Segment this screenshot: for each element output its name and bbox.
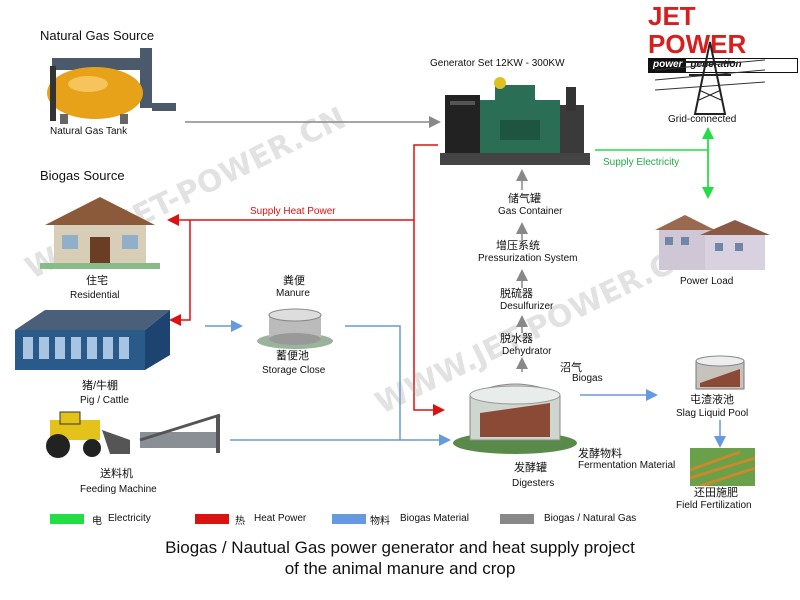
legend-electricity-swatch [50, 514, 84, 524]
grid-label: Grid-connected [668, 114, 737, 125]
manure-cn: 粪便 [283, 275, 305, 287]
feeding-machine-icon [46, 411, 221, 458]
brand-name: JET POWER [648, 1, 747, 59]
field-icon [690, 448, 755, 486]
natural-gas-header: Natural Gas Source [40, 28, 155, 43]
pressurization-cn: 增压系统 [496, 240, 540, 252]
supply-electricity-label: Supply Electricity [603, 157, 680, 168]
pressurization-en: Pressurization System [478, 253, 578, 264]
generator-set-icon [440, 77, 590, 165]
gas-tank-icon [47, 48, 176, 124]
legend-material-en: Biogas Material [400, 513, 469, 524]
feeding-machine-en: Feeding Machine [80, 484, 157, 495]
biogas-en: Biogas [572, 373, 603, 384]
slag-pool-cn: 屯渣液池 [690, 394, 734, 406]
fermentation-cn: 发酵物料 [578, 448, 622, 460]
gas-container-cn: 储气罐 [508, 193, 541, 205]
storage-close-cn: 蓄便池 [276, 350, 309, 362]
heat-line-main [413, 144, 445, 416]
residential-house-icon [40, 197, 160, 269]
dehydrator-en: Dehydrator [502, 346, 552, 357]
legend-gas-en: Biogas / Natural Gas [544, 513, 637, 524]
grid-tower-icon [655, 41, 765, 115]
natural-gas-tank-label: Natural Gas Tank [50, 126, 128, 137]
material-line-storage-digester [345, 325, 401, 440]
residential-cn: 住宅 [86, 275, 108, 287]
feeding-machine-cn: 送料机 [100, 468, 133, 480]
pig-cattle-en: Pig / Cattle [80, 395, 129, 406]
legend-heat-swatch [195, 514, 229, 524]
generator-label: Generator Set 12KW - 300KW [430, 58, 565, 69]
gas-container-en: Gas Container [498, 206, 563, 217]
slag-pool-en: Slag Liquid Pool [676, 408, 749, 419]
brand-sub-left: power [649, 59, 687, 72]
pig-cattle-barn-icon [15, 310, 170, 370]
power-load-label: Power Load [680, 276, 734, 287]
fermentation-en: Fermentation Material [578, 460, 676, 471]
pig-cattle-cn: 猪/牛棚 [82, 380, 119, 392]
legend-gas-swatch [500, 514, 534, 524]
digester-tank-icon [453, 383, 577, 454]
legend-material-swatch [332, 514, 366, 524]
digesters-cn: 发酵罐 [514, 462, 547, 474]
supply-heat-label: Supply Heat Power [250, 206, 336, 217]
legend-material-cn: 物料 [370, 516, 390, 527]
title-line-1: Biogas / Nautual Gas power generator and… [165, 538, 635, 557]
biogas-header: Biogas Source [40, 168, 125, 183]
field-fert-cn: 还田施肥 [694, 487, 738, 499]
legend-electricity-cn: 电 [92, 516, 102, 527]
legend-heat-en: Heat Power [254, 513, 307, 524]
desulfurizer-cn: 脱硫器 [500, 288, 533, 300]
slag-pool-icon [695, 355, 745, 390]
digesters-en: Digesters [512, 478, 555, 489]
storage-pool-icon [257, 308, 333, 349]
legend-electricity-en: Electricity [108, 513, 151, 524]
manure-en: Manure [276, 288, 310, 299]
legend-heat-cn: 热 [235, 516, 245, 527]
field-fert-en: Field Fertilization [676, 500, 752, 511]
biogas-cn: 沼气 [560, 362, 582, 374]
storage-close-en: Storage Close [262, 365, 326, 376]
residential-en: Residential [70, 290, 120, 301]
heat-line-pig [169, 220, 191, 326]
legend: 电 Electricity 热 Heat Power 物料 Biogas Mat… [50, 512, 700, 528]
title-line-2: of the animal manure and crop [284, 559, 516, 578]
power-load-buildings-icon [655, 215, 770, 270]
desulfurizer-en: Desulfurizer [500, 301, 554, 312]
dehydrator-cn: 脱水器 [500, 333, 533, 345]
